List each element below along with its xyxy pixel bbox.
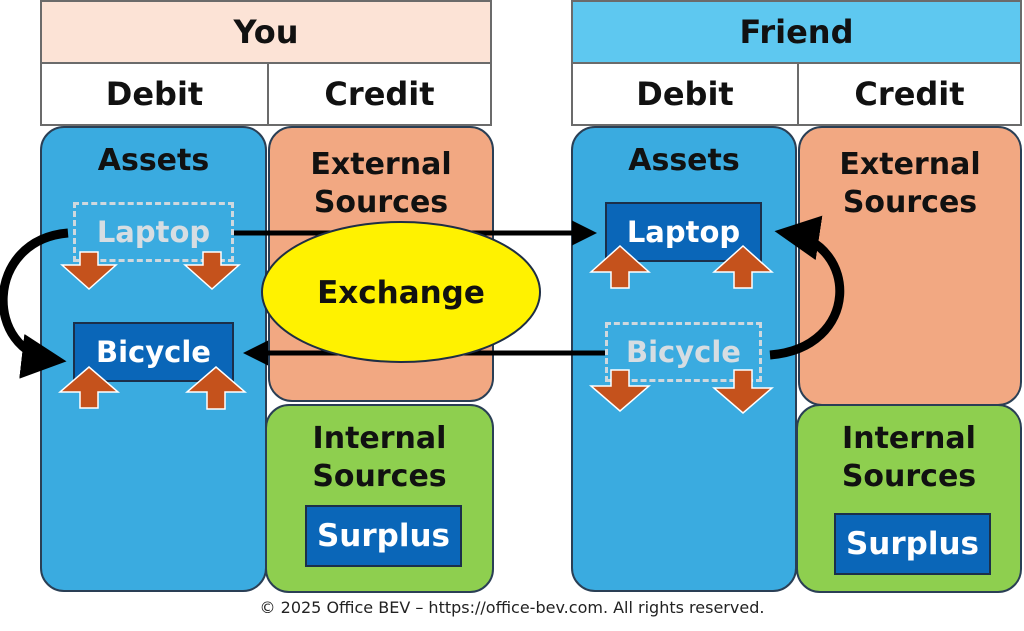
exchange-ellipse <box>261 221 541 363</box>
you-header: You <box>40 0 492 64</box>
you-laptop-item-removed: Laptop <box>73 202 234 262</box>
friend-surplus-box: Surplus <box>834 513 991 575</box>
friend-laptop-increase-arrow-right <box>712 244 774 289</box>
you-external-sources-title: External Sources <box>310 147 452 220</box>
you-bicycle-item: Bicycle <box>73 322 234 382</box>
you-laptop-decrease-arrow-left <box>60 251 118 291</box>
you-debit-header: Debit <box>40 62 269 126</box>
you-swap-curve-arrow <box>0 228 69 379</box>
friend-laptop-increase-arrow-left <box>589 244 651 289</box>
friend-assets-title: Assets <box>628 143 740 178</box>
you-surplus-box: Surplus <box>305 505 462 567</box>
friend-header: Friend <box>571 0 1022 64</box>
friend-bicycle-decrease-arrow-left <box>588 369 652 412</box>
you-bicycle-increase-arrow-right <box>184 366 248 410</box>
friend-swap-curve-arrow <box>769 215 845 360</box>
you-internal-sources-title: Internal Sources <box>312 421 447 494</box>
copyright-footer: © 2025 Office BEV – https://office-bev.c… <box>259 598 765 617</box>
you-assets-title: Assets <box>97 143 210 178</box>
exchange-label: Exchange <box>317 275 485 311</box>
you-internal-sources-box: Internal Sources <box>265 404 494 593</box>
you-credit-header: Credit <box>267 62 492 126</box>
friend-external-sources-title: External Sources <box>839 147 981 220</box>
friend-bicycle-decrease-arrow-right <box>711 369 775 414</box>
friend-internal-sources-title: Internal Sources <box>841 421 977 494</box>
friend-bicycle-item-removed: Bicycle <box>605 322 762 382</box>
you-laptop-decrease-arrow-right <box>183 251 241 291</box>
friend-debit-header: Debit <box>571 62 799 126</box>
friend-credit-header: Credit <box>797 62 1022 126</box>
you-bicycle-increase-arrow-left <box>57 366 121 409</box>
